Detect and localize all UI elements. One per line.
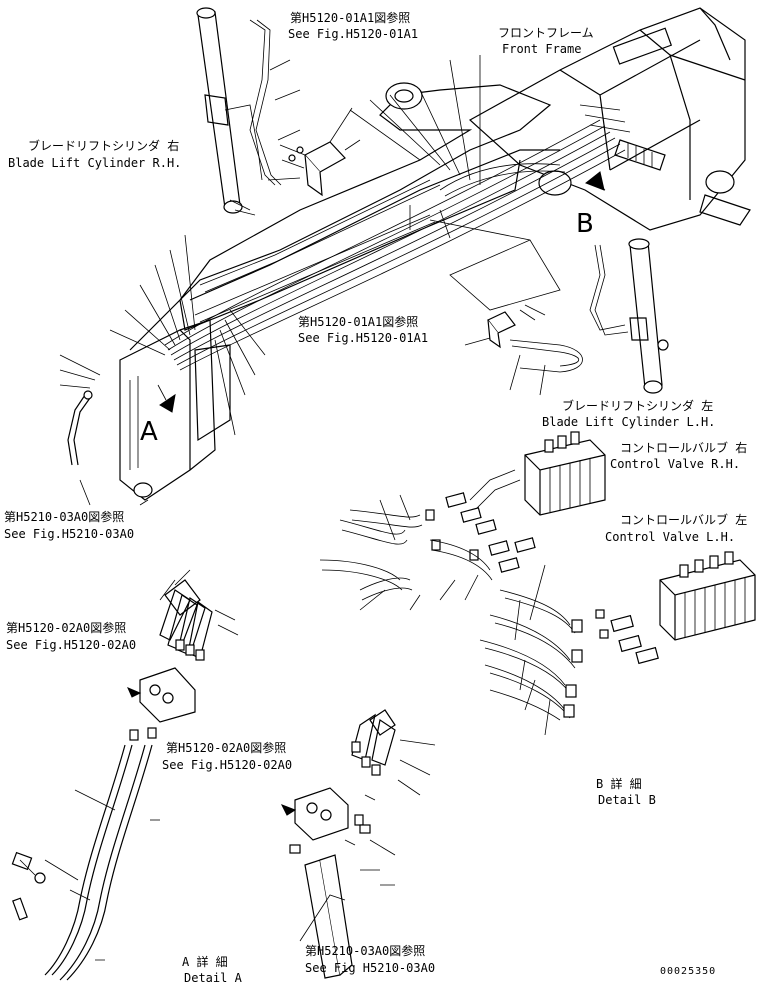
label-fig-h5120-02a0-mid-en: See Fig.H5120-02A0 [162, 758, 292, 772]
boom-hoses [164, 119, 626, 371]
label-fig-h5210-03a0-bottom-en: See Fig H5210-03A0 [305, 961, 435, 975]
label-leaders [79, 479, 346, 942]
small-hose-a [67, 390, 93, 466]
label-blade-lift-lh-en: Blade Lift Cylinder L.H. [542, 415, 715, 429]
label-detail-b-jp: B 詳 細 [596, 776, 642, 791]
fitting-block-top [267, 107, 361, 197]
leader-lines-boom [59, 55, 561, 436]
marker-a: A [140, 417, 158, 447]
label-detail-b-en: Detail B [598, 793, 656, 807]
blade-lift-cylinder-lh [589, 238, 669, 394]
blade-lift-cylinder-rh [196, 7, 301, 216]
label-fig-h5210-03a0-left-jp: 第H5210-03A0図参照 [4, 509, 124, 524]
label-control-valve-rh-en: Control Valve R.H. [610, 457, 740, 471]
label-blade-lift-lh-jp: ブレードリフトシリンダ 左 [562, 398, 713, 413]
callout-labels: 第H5120-01A1図参照 See Fig.H5120-01A1 フロントフレ… [4, 10, 747, 985]
label-front-frame-en: Front Frame [502, 42, 581, 56]
label-fig-h5120-01a1-mid-en: See Fig.H5120-01A1 [298, 331, 428, 345]
label-control-valve-lh-en: Control Valve L.H. [605, 530, 735, 544]
label-fig-h5120-01a1-top-en: See Fig.H5120-01A1 [288, 27, 418, 41]
control-valve-rh [469, 431, 606, 516]
label-fig-h5120-01a1-mid-jp: 第H5120-01A1図参照 [298, 314, 418, 329]
connectors-detail-b [319, 492, 536, 611]
marker-b-arrow [585, 171, 606, 191]
label-fig-h5210-03a0-bottom-jp: 第H5210-03A0図参照 [305, 943, 425, 958]
label-detail-a-en: Detail A [184, 971, 243, 985]
hoses-valve-lh [479, 564, 659, 736]
fitting-block-mid [464, 304, 583, 396]
label-blade-lift-rh-jp: ブレードリフトシリンダ 右 [28, 138, 179, 153]
label-control-valve-rh-jp: コントロールバルブ 右 [620, 440, 747, 455]
label-detail-a-jp: A 詳 細 [182, 954, 228, 969]
control-valve-lh [659, 551, 756, 641]
label-fig-h5120-02a0-left-en: See Fig.H5120-02A0 [6, 638, 136, 652]
drawing-number: 00025350 [660, 966, 716, 977]
marker-b: B [576, 209, 594, 239]
front-frame [468, 7, 751, 231]
label-blade-lift-rh-en: Blade Lift Cylinder R.H. [8, 156, 181, 170]
label-control-valve-lh-jp: コントロールバルブ 左 [620, 512, 747, 527]
detail-mid-assembly [280, 709, 436, 979]
main-frame-boom [119, 82, 560, 501]
detail-a-assembly [11, 569, 239, 981]
label-fig-h5120-01a1-top-jp: 第H5120-01A1図参照 [290, 10, 410, 25]
marker-a-arrow [157, 384, 176, 413]
label-fig-h5210-03a0-left-en: See Fig.H5210-03A0 [4, 527, 134, 541]
label-front-frame-jp: フロントフレーム [498, 26, 594, 40]
label-fig-h5120-02a0-left-jp: 第H5120-02A0図参照 [6, 620, 126, 635]
label-fig-h5120-02a0-mid-jp: 第H5120-02A0図参照 [166, 740, 286, 755]
